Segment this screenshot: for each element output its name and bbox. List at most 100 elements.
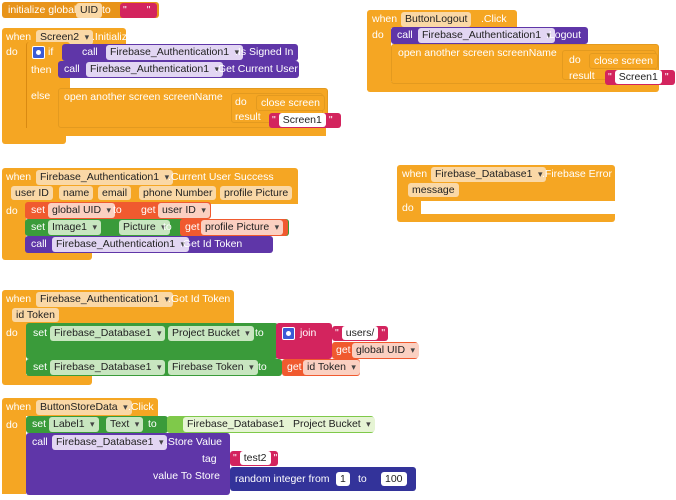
join-block[interactable]: join [276,323,332,359]
text-property-dropdown[interactable]: Text [106,417,144,432]
auth-component-dropdown[interactable]: Firebase_Authentication1 [36,170,174,185]
click-event-label: .Click [128,401,154,413]
get-profile-picture-block[interactable]: get profile Picture [180,219,288,236]
when-label: when [6,171,32,183]
to-label: to [163,221,172,233]
param-phone-number[interactable]: phone Number [139,186,217,200]
logout-component-field[interactable]: ButtonLogout [401,12,472,27]
param-message[interactable]: message [408,183,459,197]
result-label: result [569,70,595,82]
database-project-bucket-getter[interactable]: Firebase_Database1 Project Bucket [167,416,375,433]
database-component-dropdown[interactable]: Firebase_Database1 [50,360,166,375]
if-block-bottom [26,128,326,136]
screen1-text-block[interactable]: "Screen1" [269,113,341,128]
param-profile-picture[interactable]: profile Picture [220,186,293,200]
is-signed-in-call[interactable]: call Firebase_Authentication1 .Is Signed… [62,44,298,61]
users-text-block[interactable]: "users/" [332,326,388,341]
do-label: do [235,96,247,108]
global-name-field[interactable]: UID [76,3,103,18]
set-label: set [33,361,48,373]
random-integer-label: random integer from [235,473,330,485]
picture-property-dropdown[interactable]: Picture [119,220,170,235]
auth-component-dropdown[interactable]: Firebase_Authentication1 [36,292,174,307]
logout-method-label: .Logout [546,29,582,41]
project-bucket-dropdown[interactable]: Project Bucket [289,417,375,432]
store-button-dropdown[interactable]: ButtonStoreData [36,400,132,415]
got-token-body [2,324,26,380]
auth-component-dropdown[interactable]: Firebase_Authentication1 [418,28,556,43]
auth-component-dropdown[interactable]: Firebase_Authentication1 [106,45,244,60]
to-number[interactable]: 100 [381,472,407,486]
to-label: to [148,418,157,430]
empty-text-block[interactable]: "" [120,3,157,18]
when-label: when [6,31,32,43]
screen2-component-dropdown[interactable]: Screen2 [36,30,94,45]
when-label: when [372,13,398,25]
close-screen-block[interactable]: close screen [256,95,325,111]
tag-text-block[interactable]: "test2" [230,451,278,466]
firebase-token-dropdown[interactable]: Firebase Token [168,360,258,375]
if-label: if [48,46,54,58]
get-label: get [185,221,200,233]
get-id-token-call[interactable]: call Firebase_Authentication1 .Get Id To… [25,236,273,253]
set-global-uid-block[interactable]: set global UID to get user ID [25,202,211,219]
do-label: do [372,29,384,41]
database-component-dropdown[interactable]: Firebase_Database1 [50,326,166,341]
got-id-token-label: .Got Id Token [168,293,231,305]
param-user-id[interactable]: user ID [11,186,53,200]
do-label: do [6,327,18,339]
database-component-dropdown[interactable]: Firebase_Database1 [431,167,547,182]
random-integer-block[interactable]: random integer from 1 to 100 [230,467,416,491]
database-component-dropdown[interactable]: Firebase_Database1 [52,435,168,450]
then-label: then [31,64,52,76]
get-id-token-block[interactable]: get id Token [282,359,360,376]
get-label: get [287,361,302,373]
init-global-block[interactable]: initialize global UID to "" [2,2,159,18]
set-firebase-token-block[interactable]: set Firebase_Database1 Firebase Token to [26,359,282,376]
auth-component-dropdown[interactable]: Firebase_Authentication1 [86,62,224,77]
logout-event-body [367,26,391,90]
current-user-success-label: .Current User Success [168,171,274,183]
global-uid-dropdown[interactable]: global UID [352,343,420,358]
value-to-store-label: value To Store [153,470,220,482]
store-value-call[interactable]: call Firebase_Database1 .Store Value tag… [26,433,230,495]
screen1-text-block[interactable]: "Screen1" [605,70,675,85]
param-id-token[interactable]: id Token [12,308,59,322]
image-component-dropdown[interactable]: Image1 [48,220,102,235]
auth-component-dropdown[interactable]: Firebase_Authentication1 [52,237,190,252]
user-success-body [2,202,26,252]
database-component-dropdown[interactable]: Firebase_Database1 [183,417,299,432]
set-project-bucket-block[interactable]: set Firebase_Database1 Project Bucket to [26,323,278,359]
global-uid-dropdown[interactable]: global UID [48,203,116,218]
mutator-gear-icon[interactable] [32,46,45,59]
call-label: call [32,436,48,448]
label-component-dropdown[interactable]: Label1 [49,417,99,432]
when-label: when [6,293,32,305]
get-current-user-call[interactable]: call Firebase_Authentication1 .Get Curre… [58,61,299,78]
param-email[interactable]: email [98,186,132,200]
get-global-uid-block[interactable]: get global UID [332,342,420,359]
profile-picture-dropdown[interactable]: profile Picture [201,220,284,235]
from-number[interactable]: 1 [336,472,350,486]
when-label: when [402,168,428,180]
firebase-error-body [397,199,421,215]
get-current-user-label: .Get Current User [215,63,298,75]
set-label-text-block[interactable]: set Label1 Text to [26,416,168,433]
when-label: when [6,401,32,413]
initialize-event-label: .Initialize [92,31,133,43]
id-token-dropdown[interactable]: id Token [303,360,360,375]
user-id-dropdown[interactable]: user ID [158,203,210,218]
param-name[interactable]: name [59,186,94,200]
call-label: call [397,29,413,41]
logout-event-footer [367,82,659,92]
project-bucket-dropdown[interactable]: Project Bucket [168,326,254,341]
mutator-gear-icon[interactable] [282,327,295,340]
screen2-event-body [2,44,26,140]
do-label: do [6,419,18,431]
tag-label: tag [202,453,217,465]
logout-call[interactable]: call Firebase_Authentication1 .Logout [391,27,588,44]
close-screen-block[interactable]: close screen [589,53,658,69]
set-image-picture-block[interactable]: set Image1 Picture to get profile Pictur… [25,219,289,236]
set-label: set [31,204,46,216]
join-label: join [300,327,317,339]
